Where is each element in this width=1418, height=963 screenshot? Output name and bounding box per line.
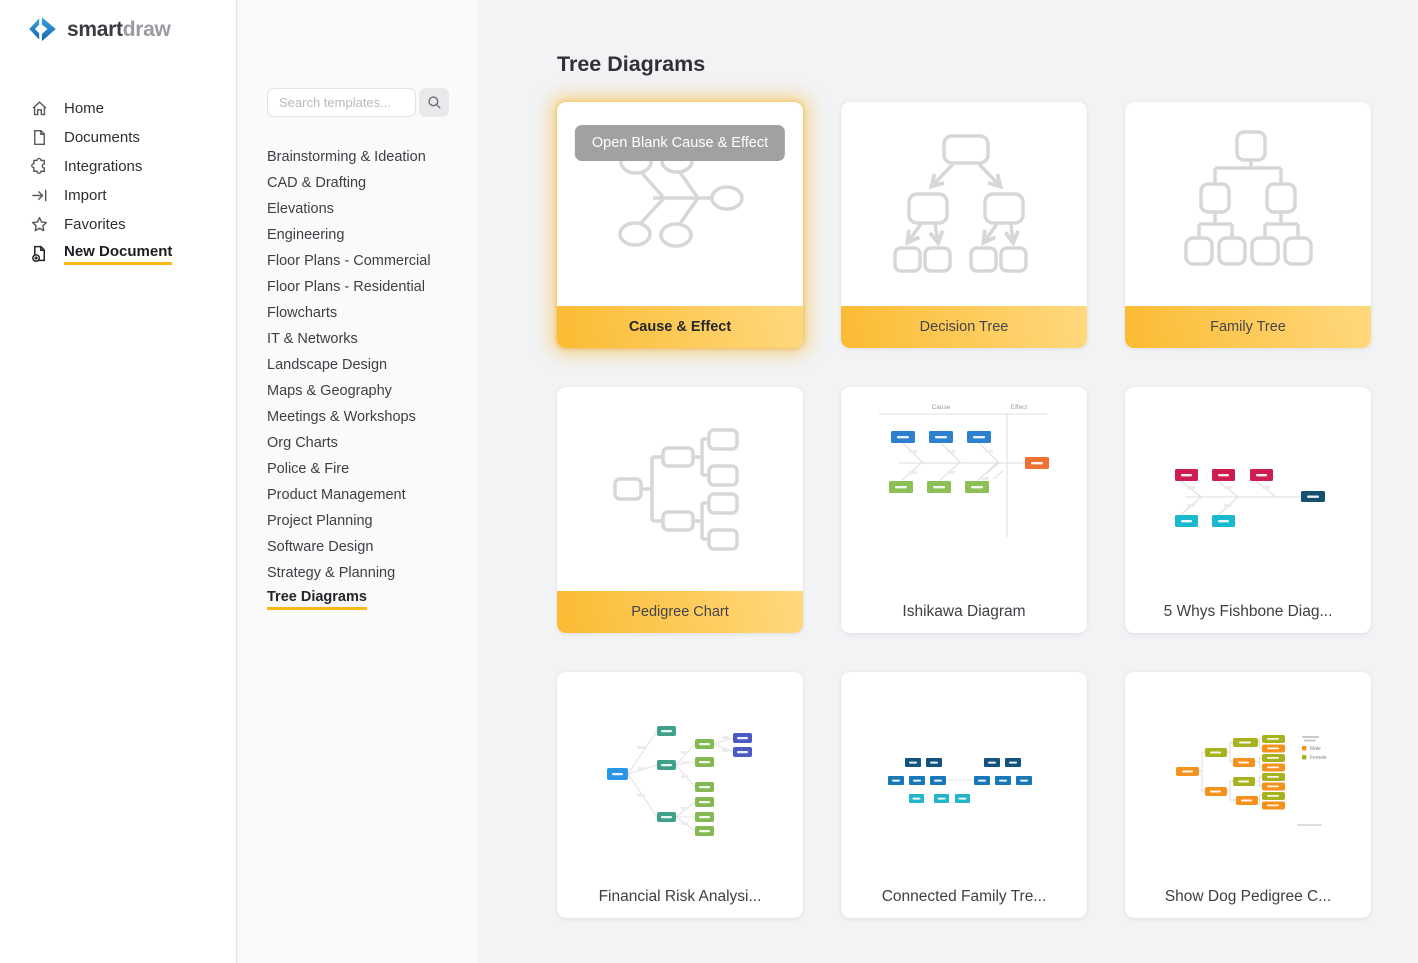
template-card-show-dog-pedigree[interactable]: Male Female Show Dog Pedigree C... bbox=[1125, 672, 1371, 918]
template-card-label: Pedigree Chart bbox=[557, 591, 803, 633]
connected-family-tree-thumbnail bbox=[888, 758, 1032, 803]
sidebar-item-label: Integrations bbox=[64, 158, 143, 175]
template-thumbnail: Cause Effect bbox=[841, 387, 1087, 591]
template-card-label: Show Dog Pedigree C... bbox=[1164, 888, 1332, 905]
logo-wordmark: smartdraw bbox=[67, 17, 171, 41]
template-gallery: Tree Diagrams Open Blank Cause & Effect bbox=[478, 0, 1418, 963]
document-icon bbox=[34, 129, 45, 146]
template-card-family-tree[interactable]: Family Tree bbox=[1125, 102, 1371, 348]
family-tree-icon bbox=[1184, 130, 1313, 266]
import-arrow-icon bbox=[32, 189, 47, 202]
category-item[interactable]: IT & Networks bbox=[267, 331, 358, 347]
search-icon bbox=[427, 96, 441, 109]
category-item[interactable]: Police & Fire bbox=[267, 461, 350, 477]
sidebar-nav: Home Documents Integrations Import Favor… bbox=[0, 94, 236, 268]
star-icon bbox=[31, 216, 48, 232]
sidebar-item-import[interactable]: Import bbox=[0, 181, 236, 210]
template-grid: Open Blank Cause & Effect Cause & Ef bbox=[557, 102, 1418, 918]
new-document-icon bbox=[32, 245, 46, 263]
category-item[interactable]: Floor Plans - Residential bbox=[267, 279, 425, 295]
category-list: Brainstorming & Ideation CAD & Drafting … bbox=[238, 144, 478, 612]
category-item[interactable]: CAD & Drafting bbox=[267, 175, 367, 191]
sidebar-item-favorites[interactable]: Favorites bbox=[0, 210, 236, 239]
sidebar-item-label: Home bbox=[64, 100, 105, 117]
category-item-tree-diagrams[interactable]: Tree Diagrams bbox=[238, 586, 478, 612]
sidebar-item-label: Documents bbox=[64, 129, 140, 146]
financial-risk-tree-thumbnail bbox=[607, 726, 752, 836]
category-item[interactable]: Org Charts bbox=[267, 435, 338, 451]
category-item[interactable]: Floor Plans - Commercial bbox=[267, 253, 431, 269]
category-item[interactable]: Brainstorming & Ideation bbox=[267, 149, 426, 165]
sidebar-item-label: Favorites bbox=[64, 216, 126, 233]
category-item[interactable]: Elevations bbox=[267, 201, 334, 217]
home-icon bbox=[32, 101, 47, 116]
legend-male-label: Male bbox=[1310, 746, 1321, 752]
template-card-cause-effect[interactable]: Open Blank Cause & Effect Cause & Ef bbox=[557, 102, 803, 348]
template-category-panel: Brainstorming & Ideation CAD & Drafting … bbox=[238, 0, 478, 963]
template-thumbnail bbox=[557, 672, 803, 876]
smartdraw-logo[interactable]: smartdraw bbox=[27, 17, 236, 42]
template-card-pedigree-chart[interactable]: Pedigree Chart bbox=[557, 387, 803, 633]
template-card-five-whys[interactable]: 5 Whys Fishbone Diag... bbox=[1125, 387, 1371, 633]
puzzle-icon bbox=[31, 157, 45, 174]
left-sidebar: smartdraw Home Documents Integrations Im… bbox=[0, 0, 237, 963]
sidebar-item-documents[interactable]: Documents bbox=[0, 123, 236, 152]
template-card-financial-risk[interactable]: Financial Risk Analysi... bbox=[557, 672, 803, 918]
category-item[interactable]: Flowcharts bbox=[267, 305, 338, 321]
template-card-label: Connected Family Tre... bbox=[881, 888, 1047, 905]
page-title: Tree Diagrams bbox=[557, 52, 706, 76]
sidebar-item-home[interactable]: Home bbox=[0, 94, 236, 123]
pedigree-chart-icon bbox=[613, 428, 739, 551]
ishikawa-effect-label: Effect bbox=[1011, 404, 1028, 411]
category-item[interactable]: Product Management bbox=[267, 487, 406, 503]
template-thumbnail bbox=[1125, 387, 1371, 591]
category-item[interactable]: Engineering bbox=[267, 227, 345, 243]
show-dog-pedigree-thumbnail: Male Female bbox=[1176, 735, 1327, 826]
search-input[interactable] bbox=[267, 88, 416, 117]
template-card-connected-family[interactable]: Connected Family Tre... bbox=[841, 672, 1087, 918]
open-blank-button[interactable]: Open Blank Cause & Effect bbox=[574, 125, 786, 161]
template-thumbnail bbox=[1125, 102, 1371, 306]
category-item[interactable]: Meetings & Workshops bbox=[267, 409, 416, 425]
template-thumbnail bbox=[557, 387, 803, 591]
template-card-decision-tree[interactable]: Decision Tree bbox=[841, 102, 1087, 348]
category-item[interactable]: Strategy & Planning bbox=[267, 565, 396, 581]
category-item[interactable]: Landscape Design bbox=[267, 357, 388, 373]
template-card-ishikawa[interactable]: Cause Effect bbox=[841, 387, 1087, 633]
template-search bbox=[267, 88, 478, 117]
template-thumbnail: Male Female bbox=[1125, 672, 1371, 876]
sidebar-item-new-document[interactable]: New Document bbox=[0, 239, 236, 268]
template-card-label: Ishikawa Diagram bbox=[902, 603, 1026, 620]
template-card-label: Cause & Effect bbox=[557, 306, 803, 348]
smartdraw-diamond-icon bbox=[29, 17, 56, 42]
template-card-label: Financial Risk Analysi... bbox=[598, 888, 762, 905]
five-whys-fishbone-thumbnail bbox=[1175, 469, 1325, 527]
legend-female-label: Female bbox=[1310, 755, 1327, 761]
decision-tree-icon bbox=[893, 134, 1028, 273]
template-card-label: Family Tree bbox=[1125, 306, 1371, 348]
category-item[interactable]: Software Design bbox=[267, 539, 374, 555]
template-card-label: 5 Whys Fishbone Diag... bbox=[1163, 603, 1333, 620]
template-thumbnail bbox=[841, 672, 1087, 876]
ishikawa-diagram-thumbnail: Cause Effect bbox=[879, 404, 1049, 537]
search-button[interactable] bbox=[419, 88, 449, 117]
sidebar-item-label: Import bbox=[64, 187, 107, 204]
template-card-label: Decision Tree bbox=[841, 306, 1087, 348]
template-thumbnail bbox=[841, 102, 1087, 306]
category-item[interactable]: Maps & Geography bbox=[267, 383, 392, 399]
ishikawa-cause-label: Cause bbox=[932, 404, 951, 411]
sidebar-item-label: New Document bbox=[64, 243, 173, 265]
show-dog-legend: Male Female bbox=[1302, 736, 1327, 761]
sidebar-item-integrations[interactable]: Integrations bbox=[0, 152, 236, 181]
category-item[interactable]: Project Planning bbox=[267, 513, 373, 529]
